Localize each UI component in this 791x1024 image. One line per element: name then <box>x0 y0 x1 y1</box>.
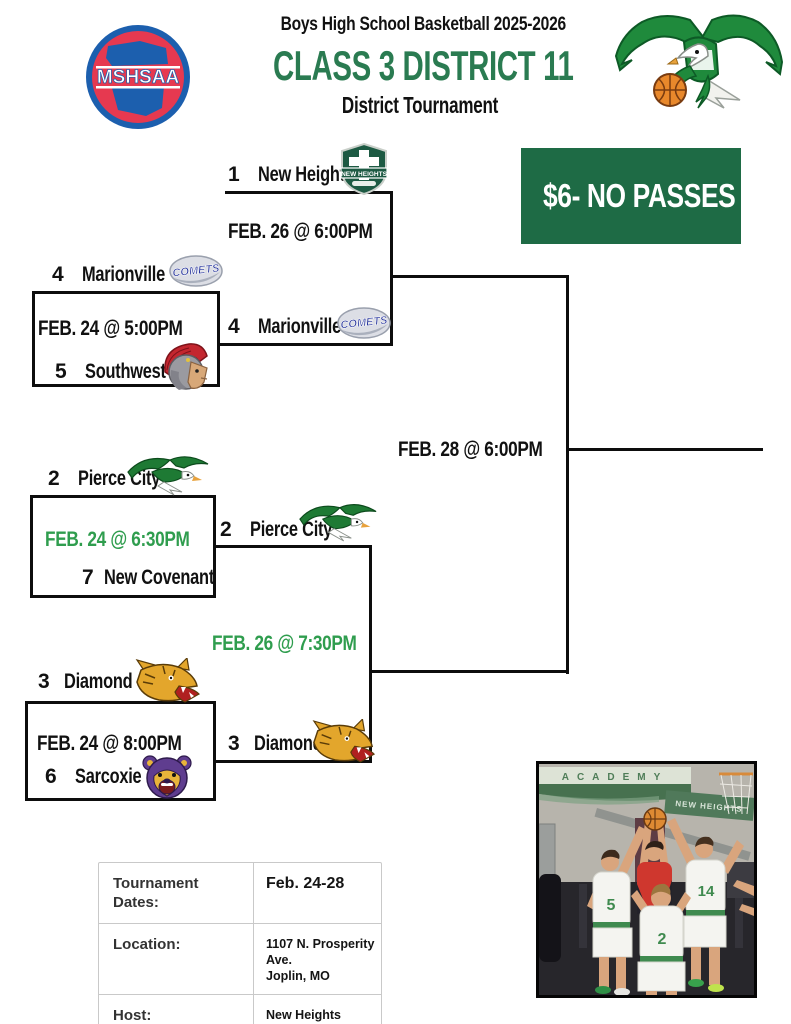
sarcoxie-bear-logo <box>142 755 192 799</box>
admission-banner-text: $6- NO PASSES <box>543 177 736 214</box>
team-pierce-city-sf2-name: Pierce City <box>250 518 333 541</box>
semi1-time: FEB. 26 @ 6:00PM <box>228 220 373 243</box>
team-diamond: 3 Diamond <box>38 670 152 694</box>
team-sarcoxie: 6 Sarcoxie <box>45 765 160 789</box>
tournament-info-table: Tournament Dates: Feb. 24-28 Location: 1… <box>98 862 382 1024</box>
bracket-line-game2-winner <box>213 545 372 548</box>
info-row-location: Location: 1107 N. Prosperity Ave. Joplin… <box>99 923 381 996</box>
team-marionville: 4 Marionville <box>52 263 188 287</box>
gym-banner-text: ACADEMY <box>562 772 669 783</box>
team-southwest-name: Southwest <box>85 360 166 383</box>
mshsaa-logo: MSHSAA <box>86 25 190 129</box>
team-marionville-name: Marionville <box>82 263 165 286</box>
pierce-city-eagle-logo-sf2 <box>299 504 377 542</box>
pierce-city-eagle-logo <box>127 456 209 496</box>
info-value-dates: Feb. 24-28 <box>266 875 345 892</box>
new-heights-shield-logo: NEW HEIGHTS <box>340 142 388 196</box>
game2-time: FEB. 24 @ 6:30PM <box>45 528 190 551</box>
game2-box <box>30 495 216 598</box>
diamond-wildcat-logo <box>135 658 200 703</box>
hoop-net <box>719 772 753 815</box>
team-sarcoxie-name: Sarcoxie <box>75 765 142 788</box>
comets-logo-text-sf1: COMETS <box>340 315 389 332</box>
team-diamond-sf2: 3 Diamond <box>228 732 342 756</box>
marionville-comets-logo: COMETS <box>169 255 223 287</box>
info-row-host: Host: New Heights Christian Academy High… <box>99 995 381 1024</box>
team-diamond-seed: 3 <box>38 670 50 693</box>
team-new-heights: 1 New Heights <box>228 163 381 187</box>
team-diamond-sf2-seed: 3 <box>228 732 240 755</box>
team-new-heights-seed: 1 <box>228 163 240 186</box>
team-marionville-sf1: 4 Marionville <box>228 315 364 339</box>
info-value-location-line2: Joplin, MO <box>266 969 330 983</box>
team-southwest-seed: 5 <box>55 360 67 383</box>
team-pierce-city-sf2: 2 Pierce City <box>220 518 355 542</box>
bracket-line-sf2-out <box>369 670 569 673</box>
semi2-time: FEB. 26 @ 7:30PM <box>212 632 357 655</box>
bracket-line-sf1-winner <box>220 343 393 346</box>
bracket-line-sf1-vertical <box>390 191 393 346</box>
team-pierce-city-sf2-seed: 2 <box>220 518 232 541</box>
basketball <box>643 807 667 831</box>
comets-logo-text: COMETS <box>172 263 221 280</box>
info-label-host: Host: <box>99 995 254 1024</box>
jersey-number-2: 2 <box>658 931 667 948</box>
marionville-comets-logo-sf1: COMETS <box>337 307 391 339</box>
team-new-covenant-name: New Covenant <box>104 566 215 589</box>
bracket-line-game3-winner <box>215 760 372 763</box>
bracket-line-new-heights <box>225 191 393 194</box>
bracket-line-sf2-vertical <box>369 545 372 763</box>
diamond-wildcat-logo-sf2 <box>312 719 376 763</box>
basketball-game-photo: ACADEMY NEW HEIGHTS <box>536 761 757 998</box>
info-value-host-line1: New Heights Christian <box>266 1008 342 1023</box>
team-southwest: 5 Southwest <box>55 360 188 384</box>
game1-box <box>32 291 220 387</box>
player-14: 14 <box>667 818 744 992</box>
basketball-game-photo-art: ACADEMY NEW HEIGHTS <box>538 764 755 996</box>
team-pierce-city-seed: 2 <box>48 467 60 490</box>
team-sarcoxie-seed: 6 <box>45 765 57 788</box>
game1-time: FEB. 24 @ 5:00PM <box>38 317 183 340</box>
team-marionville-seed: 4 <box>52 263 64 286</box>
team-pierce-city: 2 Pierce City <box>48 467 183 491</box>
player-2: 2 <box>631 883 691 995</box>
bracket-line-champion <box>566 448 763 451</box>
player-5: 5 <box>587 826 647 996</box>
team-diamond-sf2-name: Diamond <box>254 732 323 755</box>
header-subheading: District Tournament <box>341 92 499 118</box>
new-heights-shield-text: NEW HEIGHTS <box>341 171 388 178</box>
header-subtitle: Boys High School Basketball 2025-2026 <box>280 14 567 35</box>
mshsaa-logo-text: MSHSAA <box>97 67 180 88</box>
info-row-dates: Tournament Dates: Feb. 24-28 <box>99 863 381 924</box>
info-label-dates: Tournament Dates: <box>99 863 254 923</box>
admission-banner: $6- NO PASSES <box>521 148 741 244</box>
jersey-number-5: 5 <box>607 897 616 914</box>
info-label-location: Location: <box>99 923 254 995</box>
team-diamond-name: Diamond <box>64 670 133 693</box>
southwest-trojan-logo <box>164 343 208 390</box>
final-time: FEB. 28 @ 6:00PM <box>398 438 543 461</box>
bracket-line-final-vertical <box>566 275 569 674</box>
game3-time: FEB. 24 @ 8:00PM <box>37 732 182 755</box>
eagle-mascot-logo <box>614 14 784 109</box>
jersey-number-14: 14 <box>698 883 715 900</box>
team-new-heights-name: New Heights <box>258 163 354 186</box>
info-value-location-line1: 1107 N. Prosperity Ave. <box>266 936 375 967</box>
team-marionville-sf1-seed: 4 <box>228 315 240 338</box>
team-new-covenant-seed: 7 <box>82 566 94 589</box>
team-marionville-sf1-name: Marionville <box>258 315 341 338</box>
page-title: CLASS 3 DISTRICT 11 <box>273 42 574 89</box>
team-new-covenant: 7 New Covenant <box>82 566 245 590</box>
bracket-line-sf1-out <box>390 275 569 278</box>
team-pierce-city-name: Pierce City <box>78 467 161 490</box>
game3-box <box>25 701 216 801</box>
